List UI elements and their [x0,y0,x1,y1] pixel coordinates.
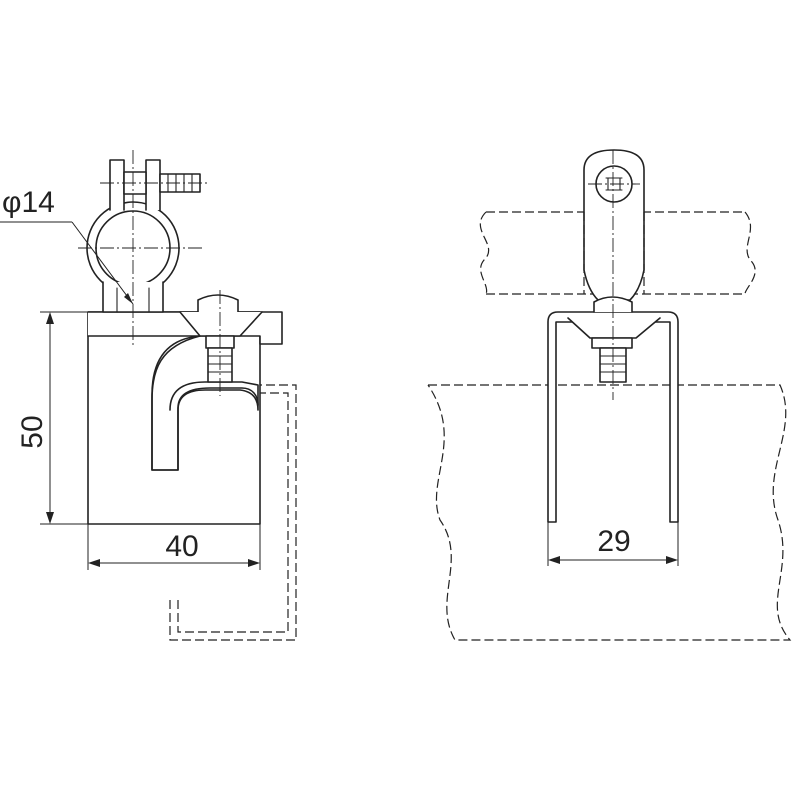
u-bracket-outer [547,311,679,523]
side-channel-outline [169,384,297,641]
ring-ear-right [145,159,161,211]
front-width-arrow-right [666,556,678,564]
diameter-label: φ14 [2,186,55,219]
bracket-washer [567,317,661,339]
bolt-head [197,294,239,313]
width-label-right: 29 [597,525,630,558]
channel-section-outline [427,384,792,641]
phillips-cross [605,177,623,191]
diameter-arrow [124,293,133,304]
diameter-leader [71,221,134,305]
front-view: 29 [427,149,792,641]
side-view: φ14 50 40 [0,150,297,641]
height-arrow-bottom [46,512,54,524]
ring-ear-left [109,159,125,211]
bracket-nut [591,337,633,349]
height-label: 50 [16,415,49,448]
hook-tongue [151,335,259,471]
width-label-left: 40 [165,530,198,563]
width-arrow-left [88,559,100,567]
hook-outline [151,335,259,471]
side-channel-inner [177,392,289,633]
front-width-arrow-left [548,556,560,564]
width-arrow-right [248,559,260,567]
height-arrow-top [46,312,54,324]
